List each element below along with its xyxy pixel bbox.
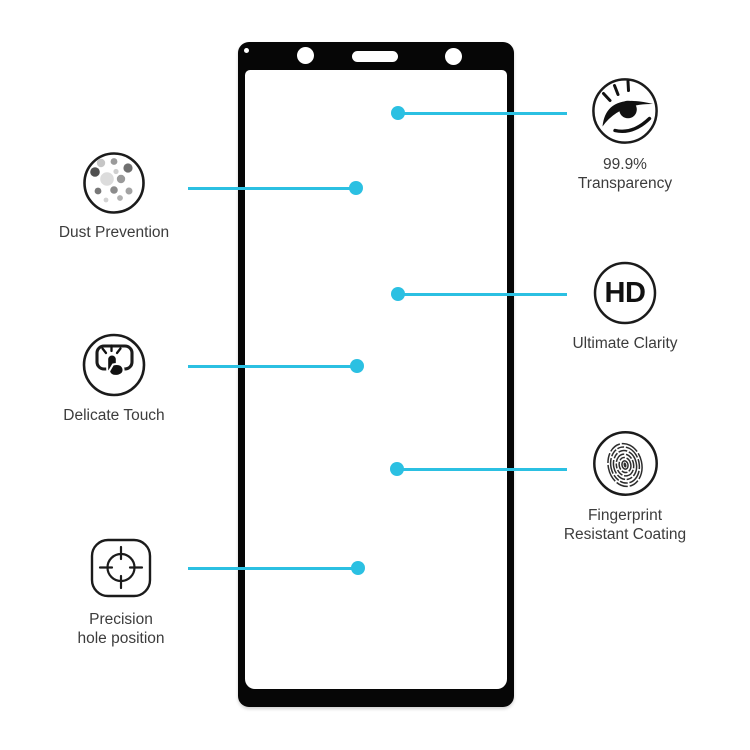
feature-label: Ultimate Clarity (572, 334, 677, 353)
feature-label-line: 99.9% (603, 156, 647, 173)
feature-label-line: Ultimate Clarity (572, 335, 678, 352)
callout-line-precision-hole (188, 567, 358, 570)
feature-label-line: Resistant Coating (563, 526, 687, 543)
callout-line-transparency (398, 112, 567, 115)
touch-finger-icon (82, 333, 146, 397)
hd-icon-text: HD (604, 277, 646, 309)
feature-delicate-touch: Delicate Touch (48, 333, 180, 425)
feature-label-line: Dust Prevention (58, 224, 170, 241)
dust-particles-icon (83, 152, 145, 214)
feature-label-line: Delicate Touch (63, 407, 165, 424)
feature-label-line: Transparency (577, 175, 673, 192)
callout-line-ultimate-clarity (398, 293, 567, 296)
callout-dot-ultimate-clarity (391, 287, 405, 301)
eye-icon (590, 76, 660, 146)
callout-line-fingerprint (397, 468, 567, 471)
feature-fingerprint-resistant: Fingerprint Resistant Coating (549, 430, 701, 544)
screen-protector-outline (238, 42, 514, 707)
callout-line-dust-prevention (188, 187, 356, 190)
feature-label-line: Precision (89, 611, 153, 628)
feature-dust-prevention: Dust Prevention (48, 152, 180, 242)
feature-label-line: hole position (77, 630, 165, 647)
callout-dot-delicate-touch (350, 359, 364, 373)
callout-dot-dust-prevention (349, 181, 363, 195)
feature-label: Fingerprint Resistant Coating (564, 506, 686, 544)
callout-dot-transparency (391, 106, 405, 120)
crosshair-target-icon (90, 538, 152, 598)
feature-precision-hole-position: Precision hole position (55, 538, 187, 648)
feature-label: 99.9% Transparency (578, 155, 672, 193)
feature-label-line: Fingerprint (587, 507, 663, 524)
feature-label: Dust Prevention (59, 223, 169, 242)
feature-label: Precision hole position (77, 610, 164, 648)
callout-line-delicate-touch (188, 365, 357, 368)
hd-badge-icon: HD (593, 261, 657, 325)
callout-dot-fingerprint (390, 462, 404, 476)
screen-cutout-area (245, 70, 507, 689)
feature-ultimate-clarity: HD Ultimate Clarity (549, 261, 701, 353)
earpiece-speaker-slot (352, 51, 398, 62)
feature-transparency: 99.9% Transparency (549, 76, 701, 193)
fingerprint-icon (592, 430, 659, 497)
feature-label: Delicate Touch (63, 406, 164, 425)
sensor-hole (244, 48, 249, 53)
front-camera-hole (297, 47, 314, 64)
callout-dot-precision-hole (351, 561, 365, 575)
front-camera-hole (445, 48, 462, 65)
